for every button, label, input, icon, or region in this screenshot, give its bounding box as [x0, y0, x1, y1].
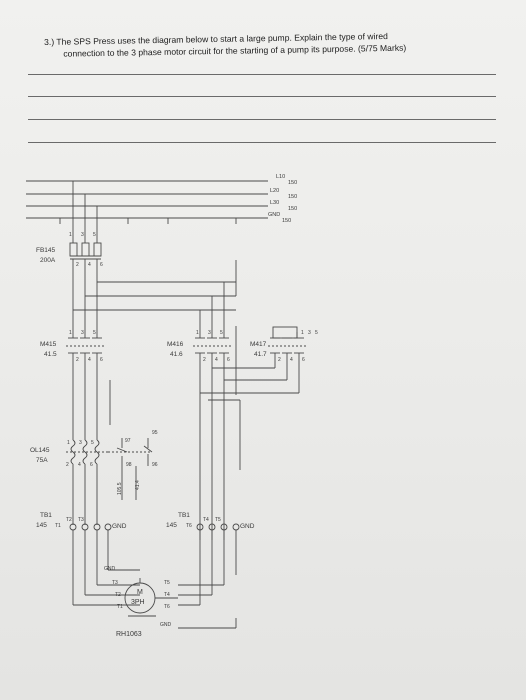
ol-term-6: 6 — [90, 462, 93, 468]
m416-term-1: 1 — [196, 330, 199, 336]
contactor-m416 — [193, 282, 237, 540]
tb-left-t1: T1 — [55, 523, 61, 529]
m415-tag: M415 — [40, 341, 57, 348]
m417-term-4: 4 — [290, 357, 293, 363]
ol-ref-105-5: 105.5 — [117, 482, 123, 495]
ol-ref-41-4: 41.4 — [135, 480, 141, 490]
m415-term-6: 6 — [100, 357, 103, 363]
bus-l2-number: 150 — [288, 194, 297, 200]
m416-term-5: 5 — [220, 330, 223, 336]
ol-term-5: 5 — [91, 440, 94, 446]
m415-number: 41.5 — [44, 351, 57, 358]
breaker-term-6: 6 — [100, 262, 103, 268]
motor-gnd-right: GND — [160, 622, 172, 628]
ol-aux-98: 98 — [126, 462, 132, 468]
contactor-m417 — [200, 326, 306, 470]
m416-term-4: 4 — [215, 357, 218, 363]
tb-right-t4: T4 — [203, 517, 209, 523]
m415-term-5: 5 — [93, 330, 96, 336]
tb-right-t6: T6 — [186, 523, 192, 529]
motor-type: 3PH — [131, 599, 145, 606]
answer-line-1[interactable] — [28, 74, 496, 75]
m417-number: 41.7 — [254, 351, 267, 358]
ol-aux-95: 95 — [152, 430, 158, 436]
ol-term-3: 3 — [79, 440, 82, 446]
motor-t1: T1 — [117, 604, 123, 610]
ol-term-2: 2 — [66, 462, 69, 468]
tb-right-gnd: GND — [240, 523, 255, 530]
terminal-block-left — [69, 523, 140, 606]
motor-t5: T5 — [164, 580, 170, 586]
breaker-term-5: 5 — [93, 232, 96, 238]
m415-term-4: 4 — [88, 357, 91, 363]
m416-number: 41.6 — [170, 351, 183, 358]
bus-l1-number: 150 — [288, 180, 297, 186]
tb-right-tag: TB1 — [178, 512, 190, 519]
motor-t4: T4 — [164, 592, 170, 598]
m415-term-2: 2 — [76, 357, 79, 363]
m417-term-6: 6 — [302, 357, 305, 363]
tb-left-number: 145 — [36, 522, 47, 529]
m416-term-3: 3 — [208, 330, 211, 336]
m415-term-3: 3 — [81, 330, 84, 336]
m416-tag: M416 — [167, 341, 184, 348]
overload-tag: OL145 — [30, 447, 50, 454]
tb-left-gnd: GND — [112, 523, 127, 530]
motor-t6: T6 — [164, 604, 170, 610]
m417-term-2: 2 — [278, 357, 281, 363]
motor-gnd-left: GND — [104, 566, 116, 572]
ol-aux-97: 97 — [125, 438, 131, 444]
bus-gnd-number: 150 — [282, 218, 291, 224]
main-conductors — [72, 181, 237, 338]
answer-line-2[interactable] — [28, 96, 496, 97]
breaker-term-2: 2 — [76, 262, 79, 268]
bus-gnd-label: GND — [268, 212, 280, 218]
bus-l3-number: 150 — [288, 206, 297, 212]
motor-tag: RH1063 — [116, 631, 142, 638]
tb-left-t2: T2 — [66, 517, 72, 523]
breaker-rating: 200A — [40, 257, 56, 264]
m417-term-1: 1 — [301, 330, 304, 336]
terminal-block-right — [178, 523, 240, 629]
ol-term-4: 4 — [78, 462, 81, 468]
breaker-term-1: 1 — [69, 232, 72, 238]
bus-bars — [26, 180, 268, 224]
tb-left-t3: T3 — [78, 517, 84, 523]
motor-label: M — [137, 589, 143, 596]
motor-t2: T2 — [115, 592, 121, 598]
overload-ol145 — [66, 438, 153, 525]
answer-line-4[interactable] — [28, 142, 496, 143]
tb-right-t5: T5 — [215, 517, 221, 523]
tb-right-number: 145 — [166, 522, 177, 529]
m415-term-1: 1 — [69, 330, 72, 336]
m416-term-2: 2 — [203, 357, 206, 363]
m417-term-5: 5 — [315, 330, 318, 336]
ol-aux-96: 96 — [152, 462, 158, 468]
ol-term-1: 1 — [67, 440, 70, 446]
breaker-term-3: 3 — [81, 232, 84, 238]
bus-l1-label: L10 — [276, 174, 285, 180]
answer-line-3[interactable] — [28, 119, 496, 120]
motor-3ph — [124, 578, 178, 617]
motor-t3: T3 — [112, 580, 118, 586]
bus-l3-label: L30 — [270, 200, 279, 206]
tb-left-tag: TB1 — [40, 512, 52, 519]
m417-tag: M417 — [250, 341, 267, 348]
m417-term-3: 3 — [308, 330, 311, 336]
overload-rating: 75A — [36, 457, 48, 464]
bus-l2-label: L20 — [270, 188, 279, 194]
breaker-tag: FB145 — [36, 247, 56, 254]
breaker-term-4: 4 — [88, 262, 91, 268]
breaker-fb145 — [69, 242, 102, 260]
m416-term-6: 6 — [227, 357, 230, 363]
contactor-m415 — [66, 337, 111, 440]
